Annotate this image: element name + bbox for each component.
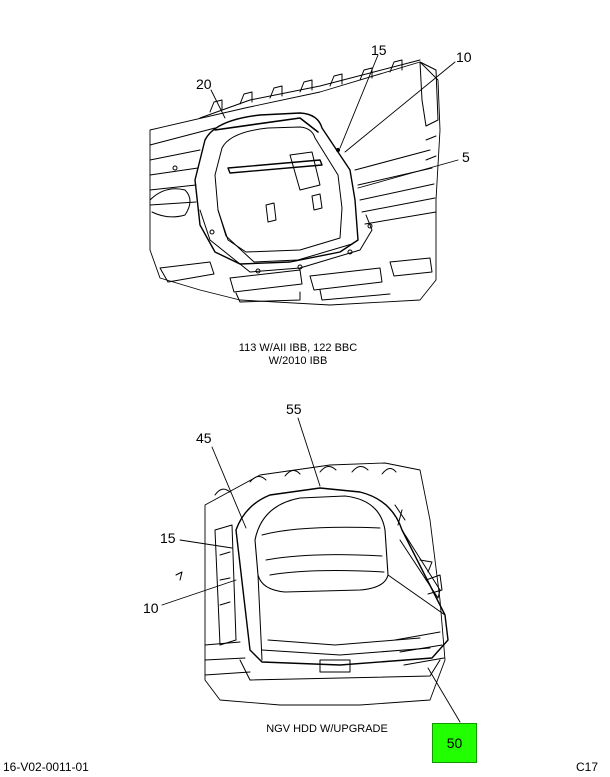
callout-50-label: 50 bbox=[446, 735, 463, 751]
bottom-view-caption: NGV HDD W/UPGRADE bbox=[266, 723, 388, 735]
top-assembly-drawing bbox=[149, 54, 459, 306]
top-caption-line2: W/2010 IBB bbox=[268, 355, 328, 367]
drawing-number: 16-V02-0011-01 bbox=[3, 760, 89, 774]
callout-10-bottom[interactable]: 10 bbox=[143, 600, 159, 616]
page-code: C17 bbox=[576, 760, 599, 774]
callout-15-bottom[interactable]: 15 bbox=[160, 530, 176, 546]
bottom-assembly-drawing bbox=[161, 417, 461, 723]
top-caption-line1: 113 W/AII IBB, 122 BBC bbox=[238, 342, 358, 354]
top-view-caption: 113 W/AII IBB, 122 BBC W/2010 IBB bbox=[228, 342, 368, 368]
callout-20-top[interactable]: 20 bbox=[196, 76, 212, 92]
callout-5-top[interactable]: 5 bbox=[462, 149, 470, 165]
callout-15-top[interactable]: 15 bbox=[371, 42, 387, 58]
callout-50-highlight[interactable]: 50 bbox=[432, 723, 477, 763]
callout-10-top[interactable]: 10 bbox=[456, 49, 472, 65]
callout-45-bottom[interactable]: 45 bbox=[196, 430, 212, 446]
callout-55-bottom[interactable]: 55 bbox=[286, 401, 302, 417]
